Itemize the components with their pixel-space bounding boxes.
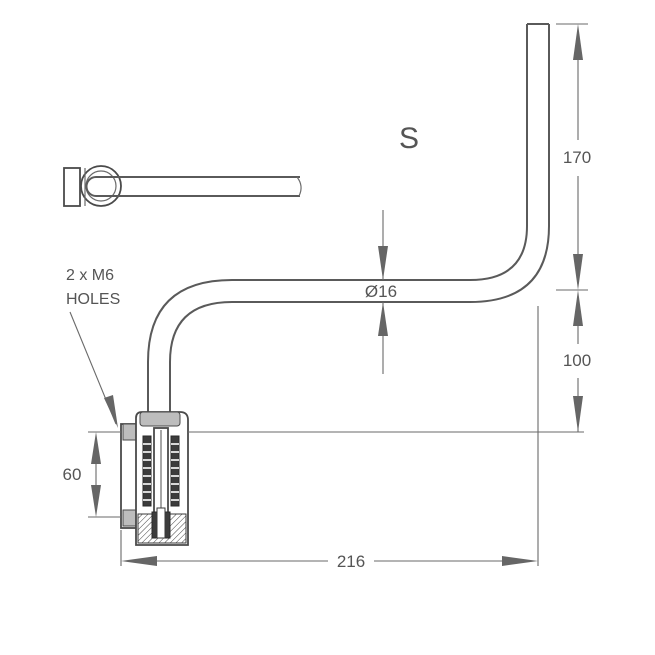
dimension-60-label: 60	[63, 465, 82, 484]
dimension-100	[188, 290, 584, 433]
bent-pipe	[147, 23, 550, 412]
dimension-216	[120, 306, 539, 566]
dimension-216-label: 216	[337, 552, 365, 571]
dimension-60	[88, 431, 121, 518]
holes-leader	[69, 311, 118, 428]
holes-note-line1: 2 x M6	[66, 267, 114, 284]
top-view	[63, 165, 302, 207]
dimension-170-label: 170	[563, 148, 591, 167]
holes-note-line2: HOLES	[66, 291, 120, 308]
dimension-diameter-label: Ø16	[365, 282, 397, 301]
dimension-100-label: 100	[563, 351, 591, 370]
dimension-diameter	[378, 210, 388, 374]
valve-body	[120, 411, 189, 546]
dimension-170	[556, 23, 588, 291]
drawing-title: S	[399, 122, 419, 155]
